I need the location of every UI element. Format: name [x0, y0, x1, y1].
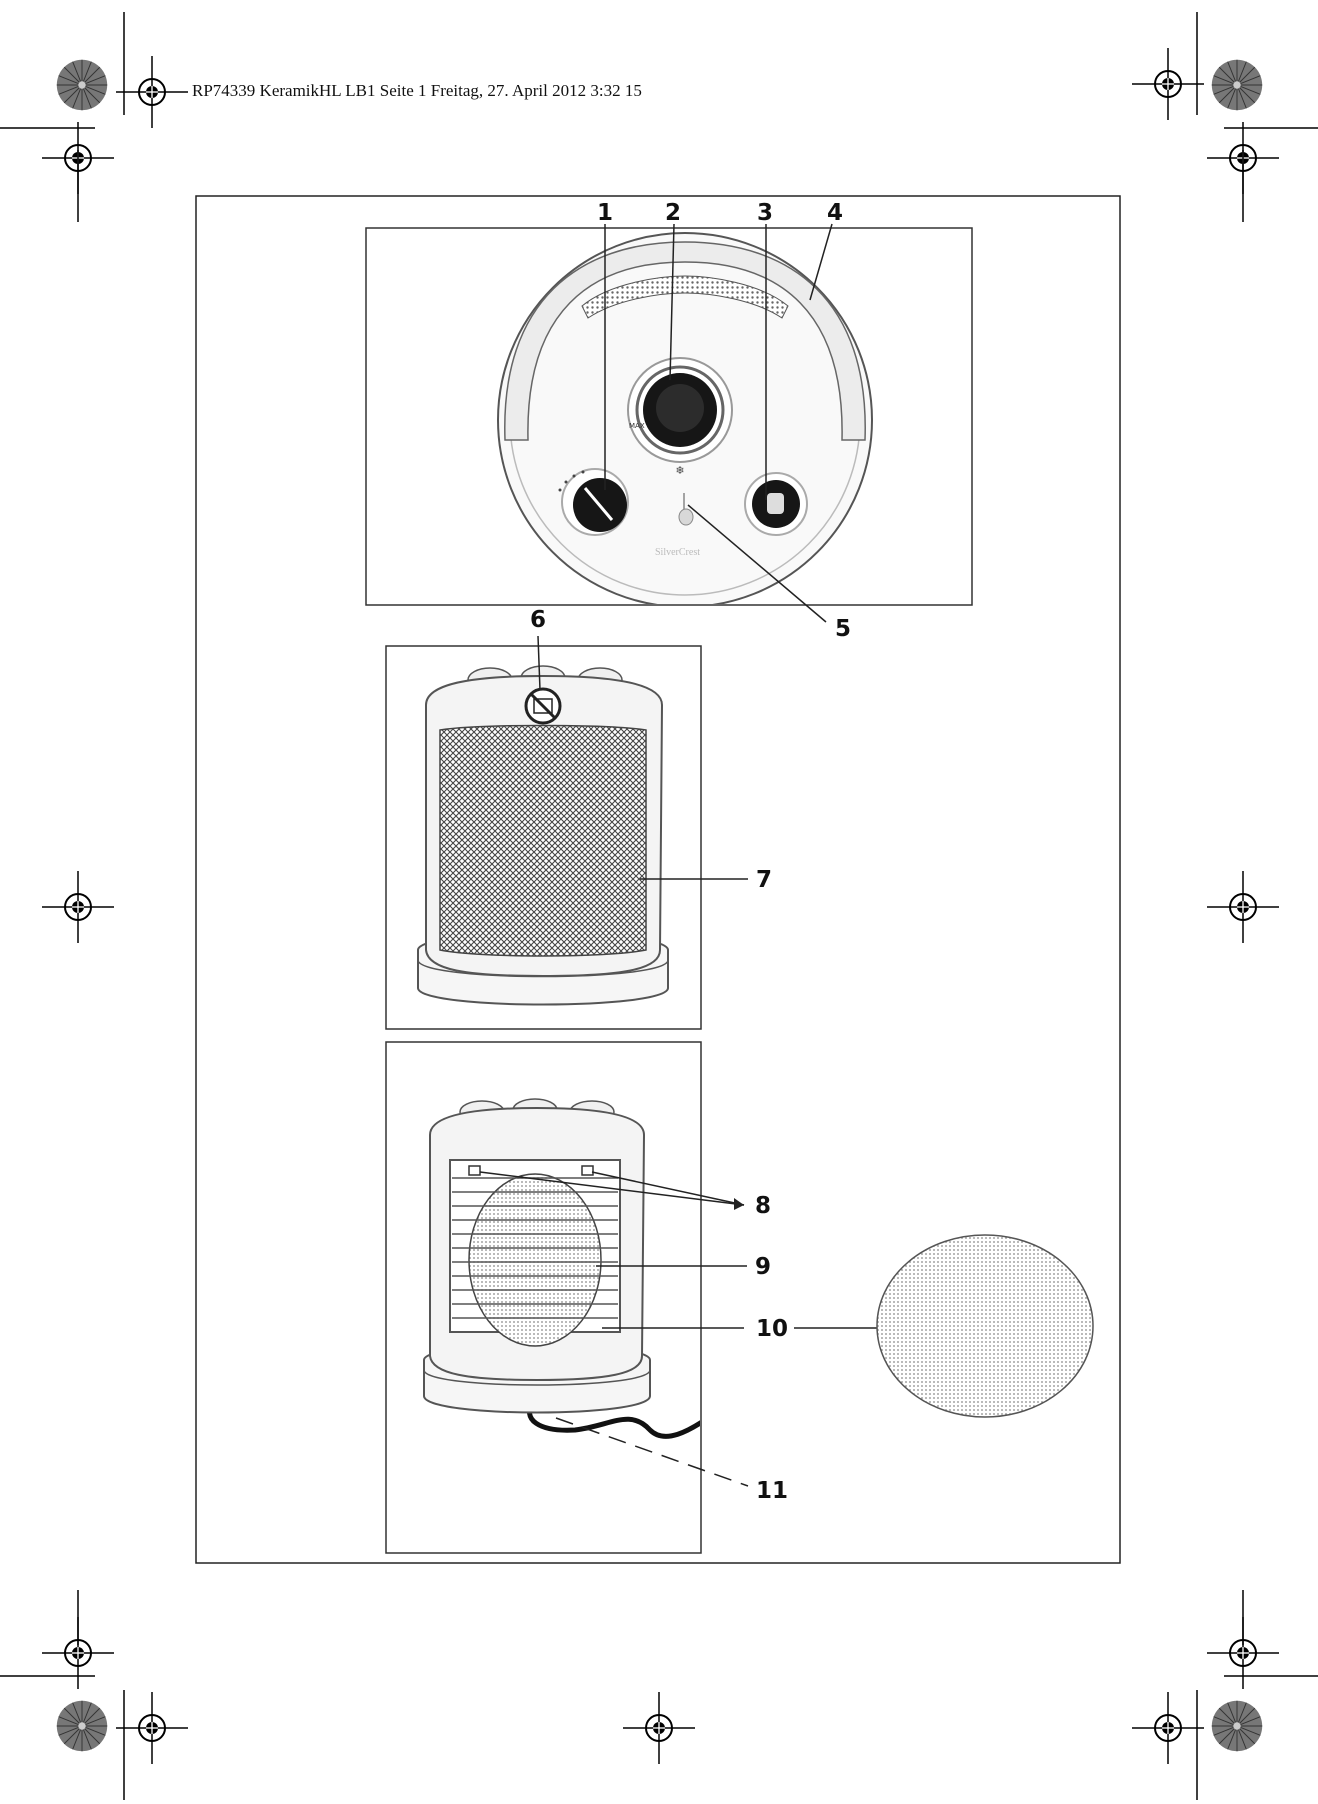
louver-slats	[452, 1177, 618, 1319]
max-label: MAX	[629, 422, 645, 430]
callout-9: 9	[755, 1254, 771, 1280]
filter-latch-left	[468, 1165, 481, 1176]
color-star-mark-top-right	[1211, 59, 1263, 111]
callout-7: 7	[756, 867, 772, 893]
callout-10: 10	[756, 1316, 788, 1342]
dust-filter	[468, 1173, 602, 1347]
registration-mark-bottom-3	[115, 1691, 189, 1765]
callout-8: 8	[755, 1193, 771, 1219]
callout-5: 5	[835, 616, 851, 642]
registration-mark-mid-left	[41, 870, 115, 944]
oscillation-icon	[767, 493, 784, 514]
filter-latch-right	[581, 1165, 594, 1176]
brand-label: SilverCrest	[655, 547, 700, 558]
print-marks	[0, 12, 1318, 1800]
registration-mark-bottom-5	[1131, 1691, 1205, 1765]
figure-frame	[195, 195, 1121, 1564]
color-star-mark-bottom-right	[1211, 1700, 1263, 1752]
callout-11: 11	[756, 1478, 788, 1504]
callout-3: 3	[757, 200, 773, 226]
header-line: RP74339 KeramikHL LB1 Seite 1 Freitag, 2…	[192, 81, 642, 100]
control-panel-figure: MAX ❄ SilverCrest 1 2 3 4 5	[365, 200, 973, 642]
rear-view-figure: 8 9 10 11	[385, 1041, 926, 1554]
registration-mark-mid-right	[1206, 870, 1280, 944]
callout-4: 4	[827, 200, 843, 226]
callout-2: 2	[665, 200, 681, 226]
removed-filter	[876, 1234, 1094, 1418]
carry-handle	[504, 241, 866, 441]
registration-mark-top-2	[1131, 47, 1205, 121]
front-view-figure: 6 7	[385, 607, 772, 1030]
air-vents	[581, 275, 789, 319]
frost-symbol-icon: ❄	[675, 465, 684, 477]
power-cord	[527, 1398, 700, 1439]
registration-mark-bottom-4	[622, 1691, 696, 1765]
color-star-mark-bottom-left	[56, 1700, 108, 1752]
heating-grille	[439, 724, 647, 957]
color-star-mark-top-left	[56, 59, 108, 111]
callout-6: 6	[530, 607, 546, 633]
registration-mark-top-1	[115, 55, 189, 129]
callout-1: 1	[597, 200, 613, 226]
